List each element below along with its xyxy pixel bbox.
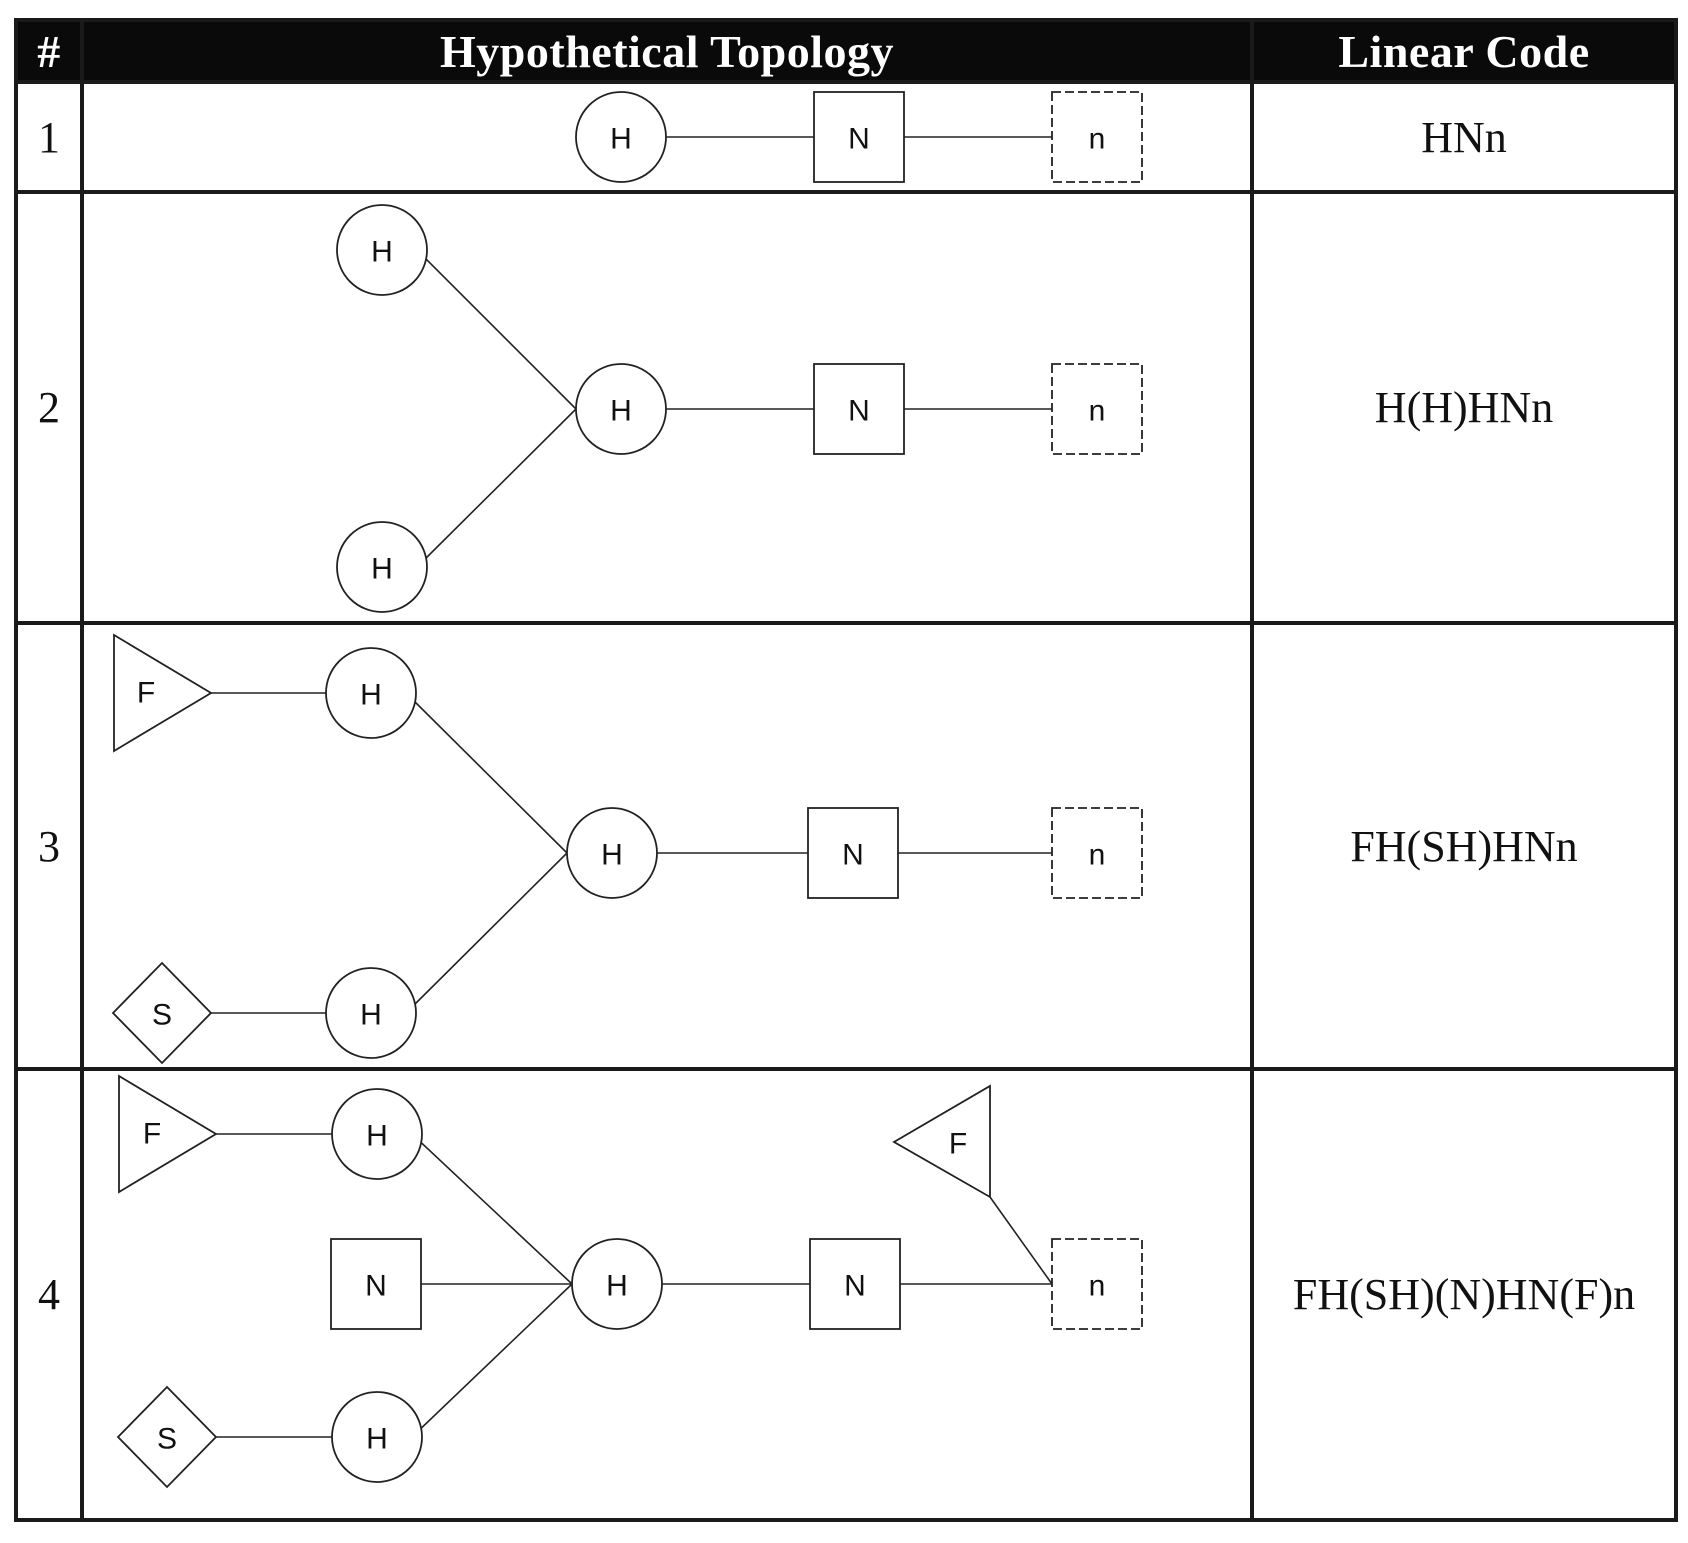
topology-diagram-2: H H H N n [84, 195, 1250, 621]
topology-table: # Hypothetical Topology Linear Code 1 H … [14, 18, 1678, 1522]
node-hexose-circle: H [337, 522, 427, 612]
row-number: 1 [16, 82, 82, 192]
svg-text:H: H [610, 123, 632, 156]
svg-text:F: F [143, 1117, 161, 1150]
topology-diagram-cell: H H H N n [82, 192, 1252, 623]
svg-text:n: n [1089, 1269, 1106, 1302]
row-number: 3 [16, 623, 82, 1070]
svg-text:H: H [371, 235, 393, 268]
node-hexnac-square: N [814, 92, 904, 182]
edge [417, 250, 576, 409]
node-hexose-circle: H [332, 1089, 422, 1179]
topology-diagram-cell: F H S H H [82, 623, 1252, 1070]
topology-diagram-4: F H N S H [84, 1072, 1250, 1518]
node-hexose-circle: H [576, 364, 666, 454]
topology-diagram-1: H N n [84, 84, 1250, 190]
row-number: 4 [16, 1069, 82, 1520]
svg-text:S: S [152, 999, 172, 1032]
header-linear-code: Linear Code [1252, 20, 1676, 82]
table-row: 1 H N n [16, 82, 1676, 192]
svg-text:H: H [366, 1119, 388, 1152]
linear-code: HNn [1252, 82, 1676, 192]
topology-diagram-3: F H S H H [84, 625, 1250, 1067]
edge [990, 1197, 1052, 1284]
table-row: 3 F H [16, 623, 1676, 1070]
svg-text:N: N [844, 1269, 866, 1302]
svg-text:H: H [610, 394, 632, 427]
node-reducing-end-square: n [1052, 1239, 1142, 1329]
node-sialic-acid-diamond: S [118, 1387, 216, 1487]
node-hexose-circle: H [326, 648, 416, 738]
svg-text:H: H [606, 1269, 628, 1302]
node-fucose-triangle: F [119, 1076, 216, 1192]
table-header-row: # Hypothetical Topology Linear Code [16, 20, 1676, 82]
node-sialic-acid-diamond: S [113, 963, 211, 1063]
node-hexose-circle: H [576, 92, 666, 182]
node-fucose-triangle: F [894, 1086, 990, 1197]
node-fucose-triangle: F [114, 635, 211, 751]
svg-text:N: N [365, 1269, 387, 1302]
linear-code: FH(SH)(N)HN(F)n [1252, 1069, 1676, 1520]
node-hexnac-square: N [810, 1239, 900, 1329]
svg-text:H: H [371, 552, 393, 585]
node-hexnac-square: N [808, 808, 898, 898]
svg-text:N: N [848, 123, 870, 156]
svg-text:n: n [1089, 839, 1106, 872]
svg-text:N: N [848, 394, 870, 427]
node-hexose-circle: H [567, 808, 657, 898]
node-reducing-end-square: n [1052, 364, 1142, 454]
header-topology: Hypothetical Topology [82, 20, 1252, 82]
edge [417, 409, 576, 567]
svg-text:F: F [949, 1127, 967, 1160]
linear-code: H(H)HNn [1252, 192, 1676, 623]
svg-text:H: H [601, 839, 623, 872]
svg-text:N: N [842, 839, 864, 872]
topology-diagram-cell: F H N S H [82, 1069, 1252, 1520]
node-hexose-circle: H [332, 1392, 422, 1482]
edge [412, 1284, 572, 1437]
node-reducing-end-square: n [1052, 92, 1142, 182]
node-hexose-circle: H [326, 968, 416, 1058]
header-number: # [16, 20, 82, 82]
svg-text:H: H [360, 679, 382, 712]
svg-text:n: n [1089, 123, 1106, 156]
table-row: 4 F H [16, 1069, 1676, 1520]
row-number: 2 [16, 192, 82, 623]
svg-text:F: F [137, 677, 155, 710]
node-hexose-circle: H [337, 205, 427, 295]
node-reducing-end-square: n [1052, 808, 1142, 898]
edge [406, 693, 567, 853]
topology-table-container: # Hypothetical Topology Linear Code 1 H … [14, 18, 1674, 1522]
node-hexnac-square: N [814, 364, 904, 454]
svg-text:n: n [1089, 394, 1106, 427]
edge [412, 1134, 572, 1284]
edge [406, 853, 567, 1013]
svg-text:H: H [360, 999, 382, 1032]
node-hexnac-square: N [331, 1239, 421, 1329]
svg-text:S: S [157, 1422, 177, 1455]
svg-text:H: H [366, 1422, 388, 1455]
topology-diagram-cell: H N n [82, 82, 1252, 192]
linear-code: FH(SH)HNn [1252, 623, 1676, 1070]
node-hexose-circle: H [572, 1239, 662, 1329]
table-row: 2 H H H [16, 192, 1676, 623]
